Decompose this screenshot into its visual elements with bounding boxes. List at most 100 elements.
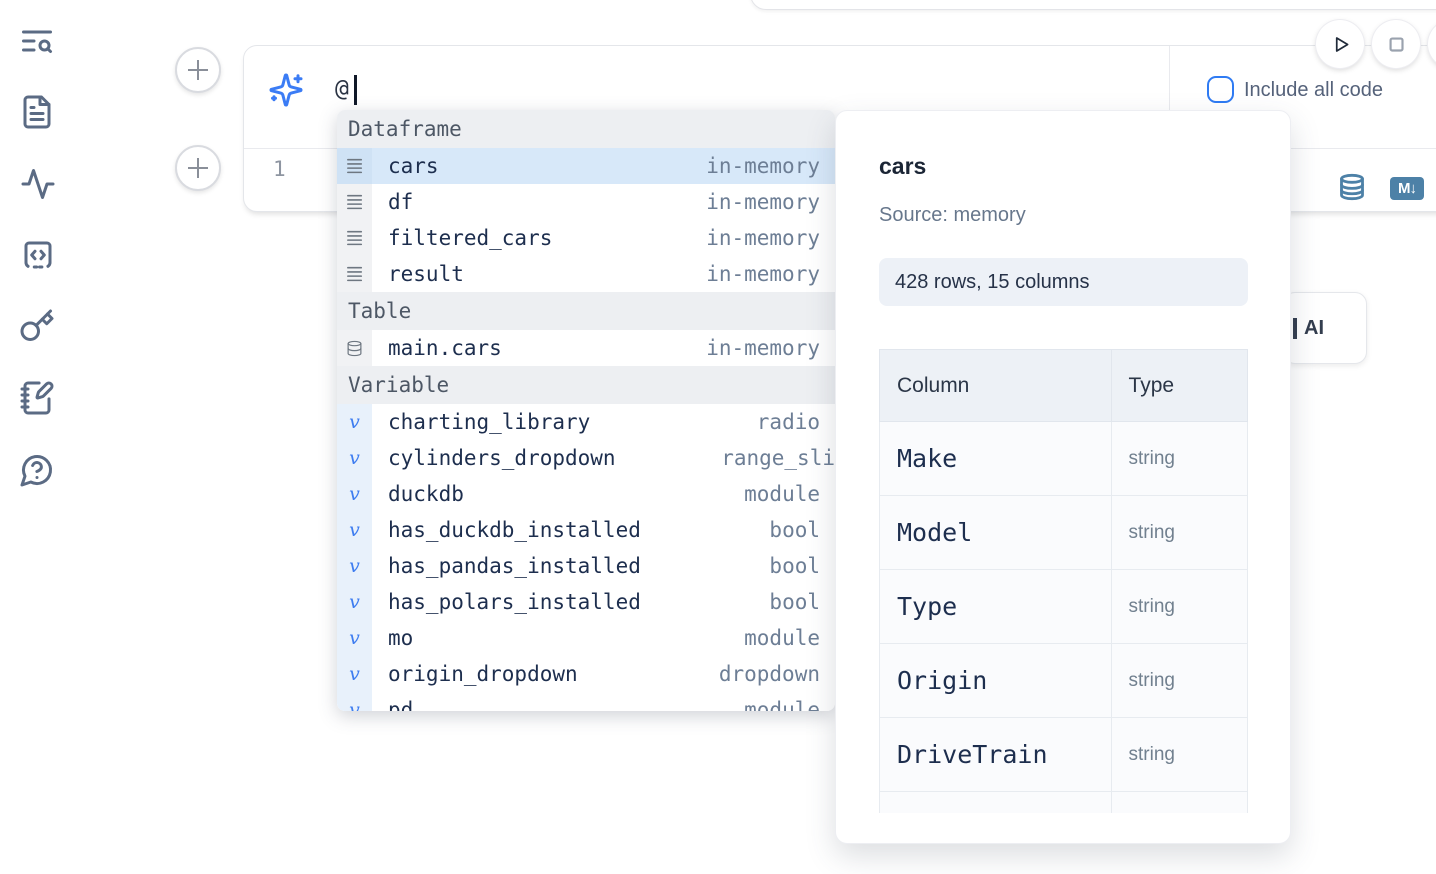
ai-button-label: AI xyxy=(1304,316,1324,339)
item-type: bool xyxy=(769,554,820,578)
variable-icon: v xyxy=(337,440,372,476)
item-type: in-memory xyxy=(706,262,820,286)
file-text-icon[interactable] xyxy=(19,94,55,130)
autocomplete-section-header: Table xyxy=(337,292,835,330)
item-type: module xyxy=(744,482,820,506)
column-type: string xyxy=(1110,569,1249,644)
item-name: cars xyxy=(388,154,439,178)
line-number: 1 xyxy=(273,157,286,181)
generate-with-ai-button[interactable]: AI xyxy=(1283,292,1367,364)
rows-icon xyxy=(337,148,372,184)
variable-icon: v xyxy=(337,548,372,584)
table-of-contents-search-icon[interactable] xyxy=(19,23,55,59)
item-name: mo xyxy=(388,626,414,650)
schema-header-type: Type xyxy=(1110,349,1249,422)
variable-icon: v xyxy=(337,512,372,548)
sql-cell-icon[interactable] xyxy=(1338,171,1366,203)
item-type: range_sli xyxy=(721,446,835,470)
autocomplete-section-header: Variable xyxy=(337,366,835,404)
item-type: dropdown xyxy=(718,662,820,686)
notebook-pen-icon[interactable] xyxy=(19,380,55,416)
item-name: has_pandas_installed xyxy=(388,554,641,578)
autocomplete-item-has_duckdb_installed[interactable]: v has_duckdb_installed bool xyxy=(337,512,835,548)
autocomplete-item-df[interactable]: df in-memory xyxy=(337,184,835,220)
item-type: in-memory xyxy=(706,190,820,214)
stop-cell-button[interactable] xyxy=(1372,20,1420,68)
item-type: module xyxy=(744,698,820,711)
column-name: Model xyxy=(879,495,1112,570)
autocomplete-item-cylinders_dropdown[interactable]: v cylinders_dropdown range_sli xyxy=(337,440,835,476)
item-name: charting_library xyxy=(388,410,591,434)
autocomplete-item-charting_library[interactable]: v charting_library radio xyxy=(337,404,835,440)
plus-icon xyxy=(188,158,208,178)
markdown-cell-icon[interactable]: M↓ xyxy=(1390,177,1424,200)
include-all-code-checkbox[interactable] xyxy=(1207,76,1234,103)
autocomplete-section-header: Dataframe xyxy=(337,110,835,148)
autocomplete-item-has_pandas_installed[interactable]: v has_pandas_installed bool xyxy=(337,548,835,584)
dataframe-details-popup: cars Source: memory 428 rows, 15 columns… xyxy=(835,110,1291,844)
column-type: string xyxy=(1110,421,1249,496)
run-cell-button[interactable] xyxy=(1316,20,1364,68)
popup-title: cars xyxy=(879,153,927,179)
divider xyxy=(1169,46,1170,147)
column-name: Make xyxy=(879,421,1112,496)
item-name: df xyxy=(388,190,414,214)
code-editor[interactable]: 1 M↓ xyxy=(244,148,1436,211)
previous-cell-edge xyxy=(750,0,1436,10)
item-name: has_duckdb_installed xyxy=(388,518,641,542)
item-type: module xyxy=(744,626,820,650)
plus-icon xyxy=(188,60,208,80)
column-type xyxy=(1110,791,1249,813)
more-actions-button[interactable] xyxy=(1428,20,1436,68)
item-type: radio xyxy=(756,410,820,434)
item-type: in-memory xyxy=(706,336,820,360)
item-name: main.cars xyxy=(388,336,502,360)
column-type: string xyxy=(1110,717,1249,792)
variable-icon: v xyxy=(337,584,372,620)
column-type: string xyxy=(1110,495,1249,570)
column-name: Type xyxy=(879,569,1112,644)
clipped-letter xyxy=(1293,317,1297,339)
add-cell-below-button[interactable] xyxy=(175,145,221,191)
include-all-code-label: Include all code xyxy=(1244,79,1383,101)
add-cell-above-button[interactable] xyxy=(175,47,221,93)
variable-icon: v xyxy=(337,404,372,440)
text-cursor xyxy=(354,75,357,105)
item-name: cylinders_dropdown xyxy=(388,446,616,470)
key-icon[interactable] xyxy=(19,308,55,344)
item-type: bool xyxy=(769,518,820,542)
code-snippet-icon[interactable] xyxy=(20,237,56,273)
item-name: duckdb xyxy=(388,482,464,506)
rows-icon xyxy=(337,220,372,256)
rows-icon xyxy=(337,184,372,220)
item-type: in-memory xyxy=(706,226,820,250)
schema-header-column: Column xyxy=(879,349,1112,422)
ai-input-value: @ xyxy=(335,76,349,102)
column-type: string xyxy=(1110,643,1249,718)
autocomplete-item-main.cars[interactable]: main.cars in-memory xyxy=(337,330,835,366)
item-name: pd xyxy=(388,698,414,711)
column-name: DriveTrain xyxy=(879,717,1112,792)
item-name: origin_dropdown xyxy=(388,662,578,686)
item-name: has_polars_installed xyxy=(388,590,641,614)
activity-icon[interactable] xyxy=(20,166,56,202)
schema-row-partial xyxy=(879,791,1249,813)
database-icon xyxy=(337,330,372,366)
column-name: Origin xyxy=(879,643,1112,718)
sparkles-ai-icon xyxy=(268,72,304,108)
help-chat-icon[interactable] xyxy=(19,452,55,488)
